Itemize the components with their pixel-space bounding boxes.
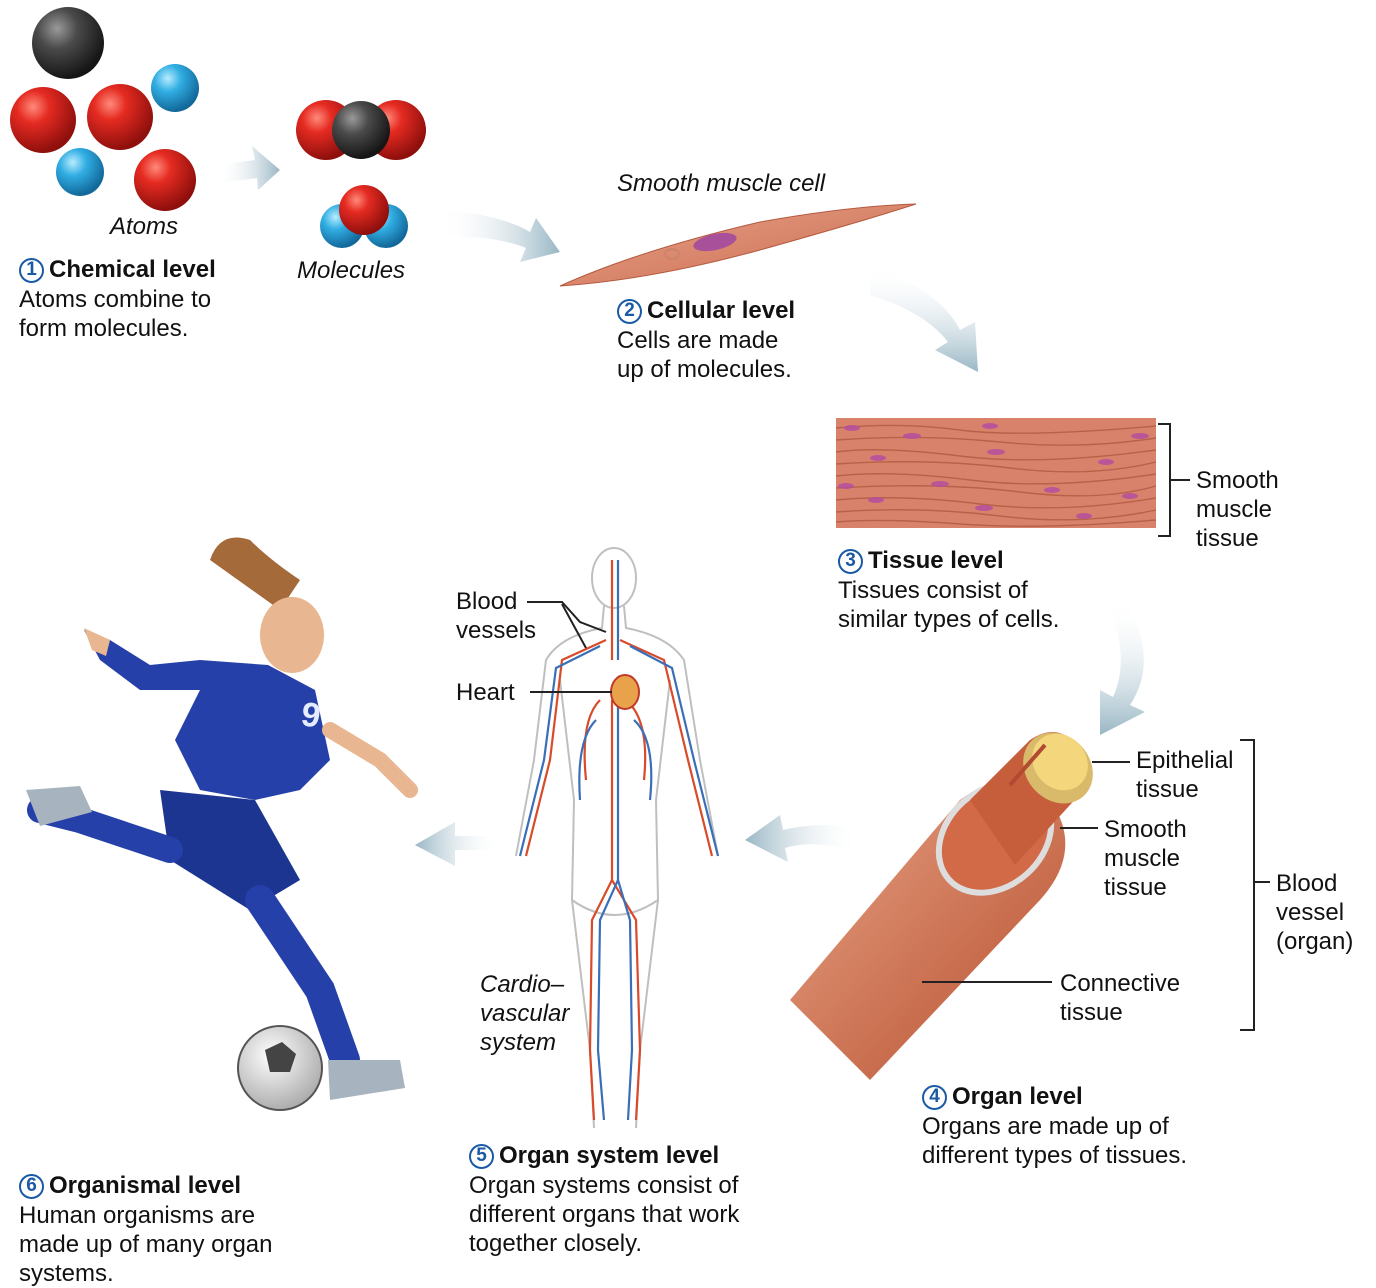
level-title: Chemical level: [49, 255, 216, 285]
player-front-shoe: [328, 1060, 405, 1100]
blood-vessels-leader: [527, 602, 606, 632]
level-number-badge: 6: [19, 1174, 44, 1199]
connective-tissue-label: Connective tissue: [1060, 969, 1180, 1027]
tissue-bracket: [1158, 424, 1170, 536]
cardiovascular-system-label: Cardio– vascular system: [480, 970, 569, 1057]
molecules-label: Molecules: [297, 256, 405, 285]
blood-vessel-organ-label: Blood vessel (organ): [1276, 869, 1353, 956]
arrow-organ-to-system: [745, 815, 860, 862]
level-title: Cellular level: [647, 296, 795, 326]
arrow-tissue-to-organ: [1100, 600, 1145, 735]
arrow-cell-to-tissue: [870, 265, 978, 372]
oxygen-atom: [134, 149, 196, 211]
blood-vessels-label: Blood vessels: [456, 587, 536, 645]
level-number-badge: 1: [19, 258, 44, 283]
heart-label: Heart: [456, 678, 515, 707]
organ-bracket: [1240, 740, 1254, 1030]
molecules-cluster: [296, 100, 426, 248]
tissue-block: [836, 418, 1156, 528]
organ-smooth-muscle-label: Smooth muscle tissue: [1104, 815, 1187, 902]
arrow-system-to-organism: [415, 822, 500, 866]
level-number-badge: 2: [617, 299, 642, 324]
level-number-badge: 5: [469, 1144, 494, 1169]
epithelial-tissue-label: Epithelial tissue: [1136, 746, 1233, 804]
level-title: Tissue level: [868, 546, 1004, 576]
oxygen-atom: [10, 87, 76, 153]
smooth-muscle-tissue-label: Smooth muscle tissue: [1196, 466, 1279, 553]
soccer-player: [26, 538, 410, 1111]
level-title: Organ system level: [499, 1141, 719, 1171]
atoms-cluster: [10, 7, 199, 211]
water-oxygen: [339, 185, 389, 235]
cell-body: [560, 204, 916, 286]
oxygen-atom: [87, 84, 153, 150]
carbon-atom: [32, 7, 104, 79]
co2-carbon: [332, 101, 390, 159]
player-hand: [84, 628, 110, 656]
level-number-badge: 4: [922, 1085, 947, 1110]
level-title: Organismal level: [49, 1171, 241, 1201]
hydrogen-atom: [151, 64, 199, 112]
player-arm: [330, 730, 410, 790]
atoms-label: Atoms: [110, 212, 178, 241]
player-head: [260, 597, 324, 673]
level-title: Organ level: [952, 1082, 1083, 1112]
level-number-badge: 3: [838, 549, 863, 574]
hydrogen-atom: [56, 148, 104, 196]
arrow-molecules-to-cell: [440, 210, 560, 262]
smooth-muscle-cell: [560, 204, 916, 286]
smooth-muscle-cell-label: Smooth muscle cell: [617, 169, 825, 198]
smooth-muscle-tissue: [836, 418, 1190, 536]
arrow-atoms-to-molecules: [218, 146, 280, 190]
heart-icon: [611, 675, 639, 709]
